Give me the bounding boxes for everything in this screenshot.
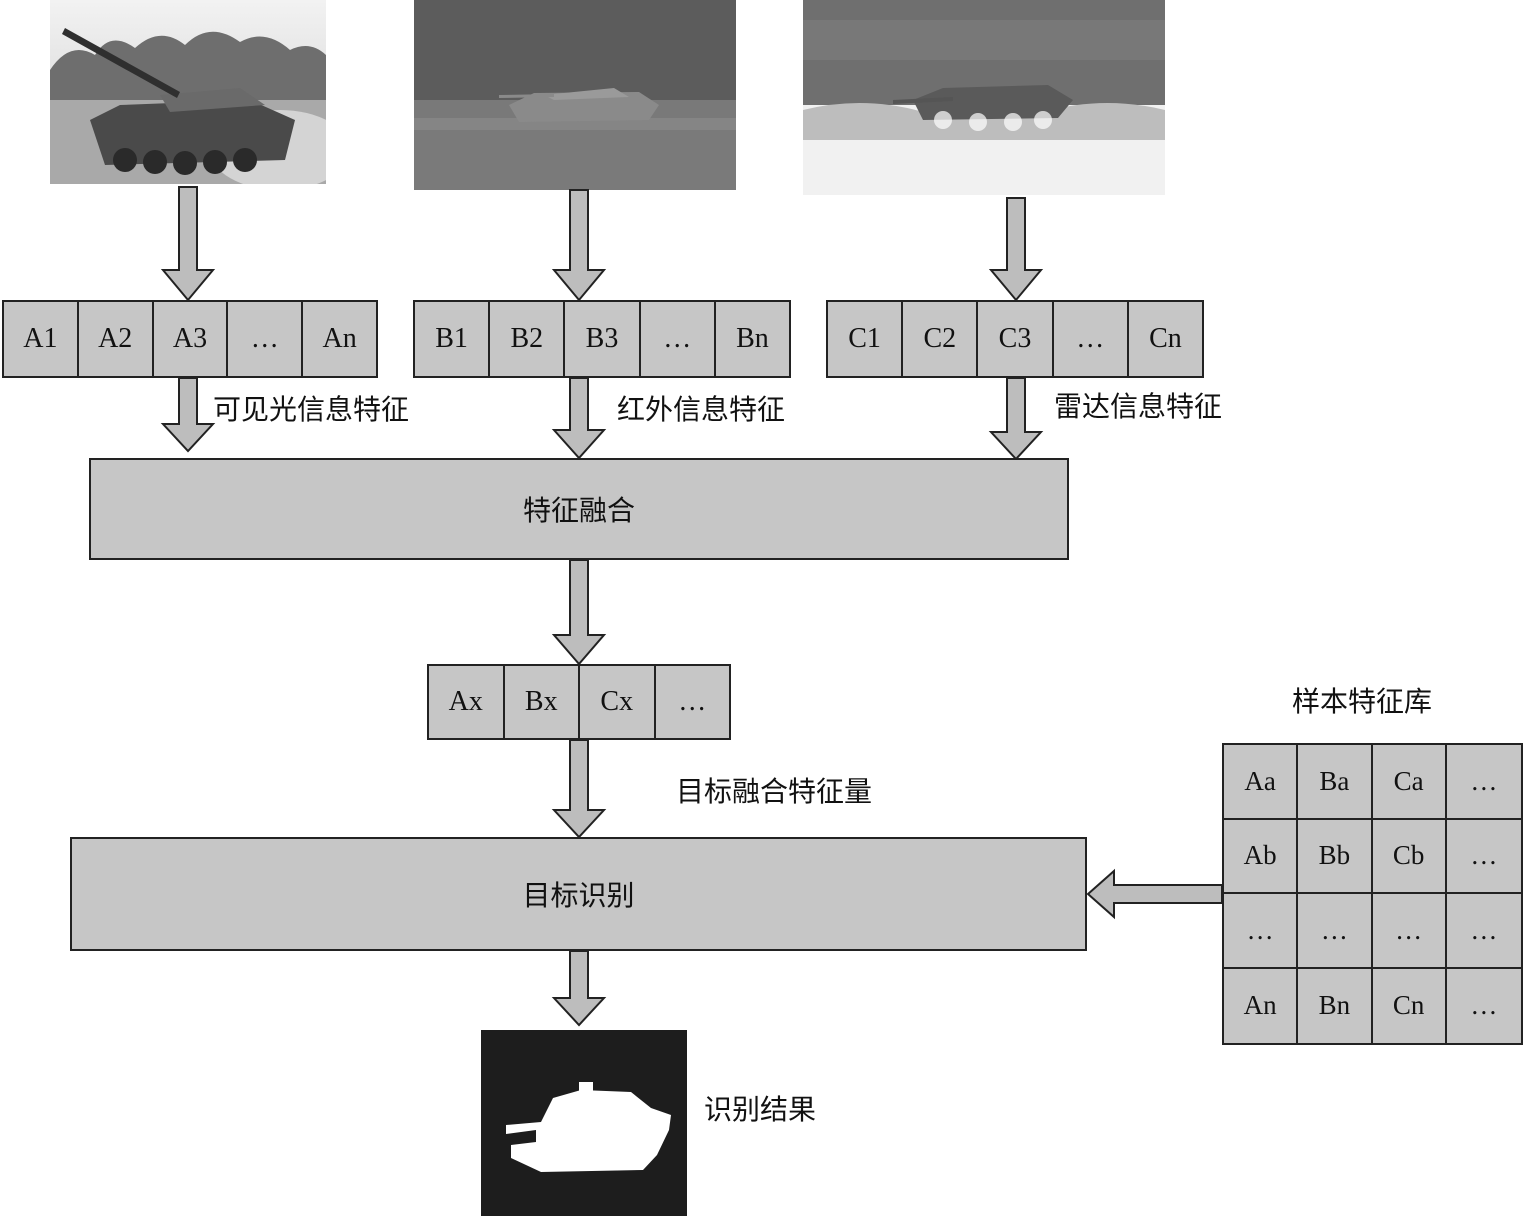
arrow-down [551,950,607,1027]
library-cell: Aa [1224,745,1299,820]
arrow-down [551,377,607,460]
recognition-result-image [481,1030,687,1216]
feature-cell: Cn [1149,323,1182,354]
fused-feature-cell: Ax [429,666,505,738]
arrow-down [551,189,607,302]
fused-feature-cell: Cx [580,666,656,738]
feature-cell: Bn [736,323,769,354]
recognition-result-label: 识别结果 [704,1093,817,1126]
library-cell: … [1446,745,1521,820]
feature-cell: A2 [79,302,154,376]
feature-fusion-box: 特征融合 [89,458,1069,560]
target-recognition-box: 目标识别 [70,837,1087,951]
arrow-down [160,186,216,302]
feature-cell: … [641,302,716,376]
fused-feature-label: 目标融合特征量 [676,775,873,808]
library-cell: … [1470,990,1498,1021]
library-cell: … [1372,894,1447,969]
library-cell: Bn [1298,968,1373,1043]
feature-cell: C1 [828,302,904,376]
sample-library-title: 样本特征库 [1292,685,1433,718]
visible-light-feature-row: A1 A2 A3 … An [2,300,378,378]
feature-cell: … [228,302,304,376]
visible-light-image [50,0,326,184]
feature-cell: … [1054,302,1129,376]
feature-cell: A3 [154,302,229,376]
sample-library-grid: Aa Ba Ca … Ab Bb Cb … … … … … An Bn Cn … [1222,743,1523,1045]
library-cell: … [1446,894,1521,969]
arrow-down [551,739,607,839]
fused-feature-row: Ax Bx Cx … [427,664,731,740]
arrow-left [1086,868,1223,920]
arrow-down [988,197,1044,302]
infrared-feature-row: B1 B2 B3 … Bn [413,300,791,378]
feature-cell: B2 [490,302,566,376]
library-cell: … [1224,894,1299,969]
feature-cell: B3 [565,302,641,376]
library-cell: Cb [1372,819,1447,894]
visible-light-feature-label: 可见光信息特征 [213,393,410,426]
feature-cell: C2 [903,302,979,376]
fused-feature-cell: … [678,686,707,717]
library-cell: An [1224,968,1299,1043]
feature-cell: A1 [4,302,79,376]
library-cell: Cn [1373,968,1447,1043]
library-cell: … [1298,894,1373,969]
library-cell: … [1446,820,1521,894]
feature-cell: C3 [978,302,1054,376]
infrared-image [414,0,736,190]
arrow-down [551,559,607,666]
library-cell: Ca [1372,745,1447,820]
infrared-feature-label: 红外信息特征 [617,393,786,426]
radar-feature-row: C1 C2 C3 … Cn [826,300,1204,378]
feature-cell: B1 [415,302,491,376]
fused-feature-cell: Bx [505,666,580,738]
arrow-down [160,377,216,453]
feature-cell: An [322,323,357,354]
arrow-down [988,377,1044,461]
radar-image [803,0,1165,195]
radar-feature-label: 雷达信息特征 [1054,390,1223,423]
library-cell: Ab [1224,819,1299,894]
library-cell: Ba [1298,745,1373,820]
library-cell: Bb [1298,819,1373,894]
